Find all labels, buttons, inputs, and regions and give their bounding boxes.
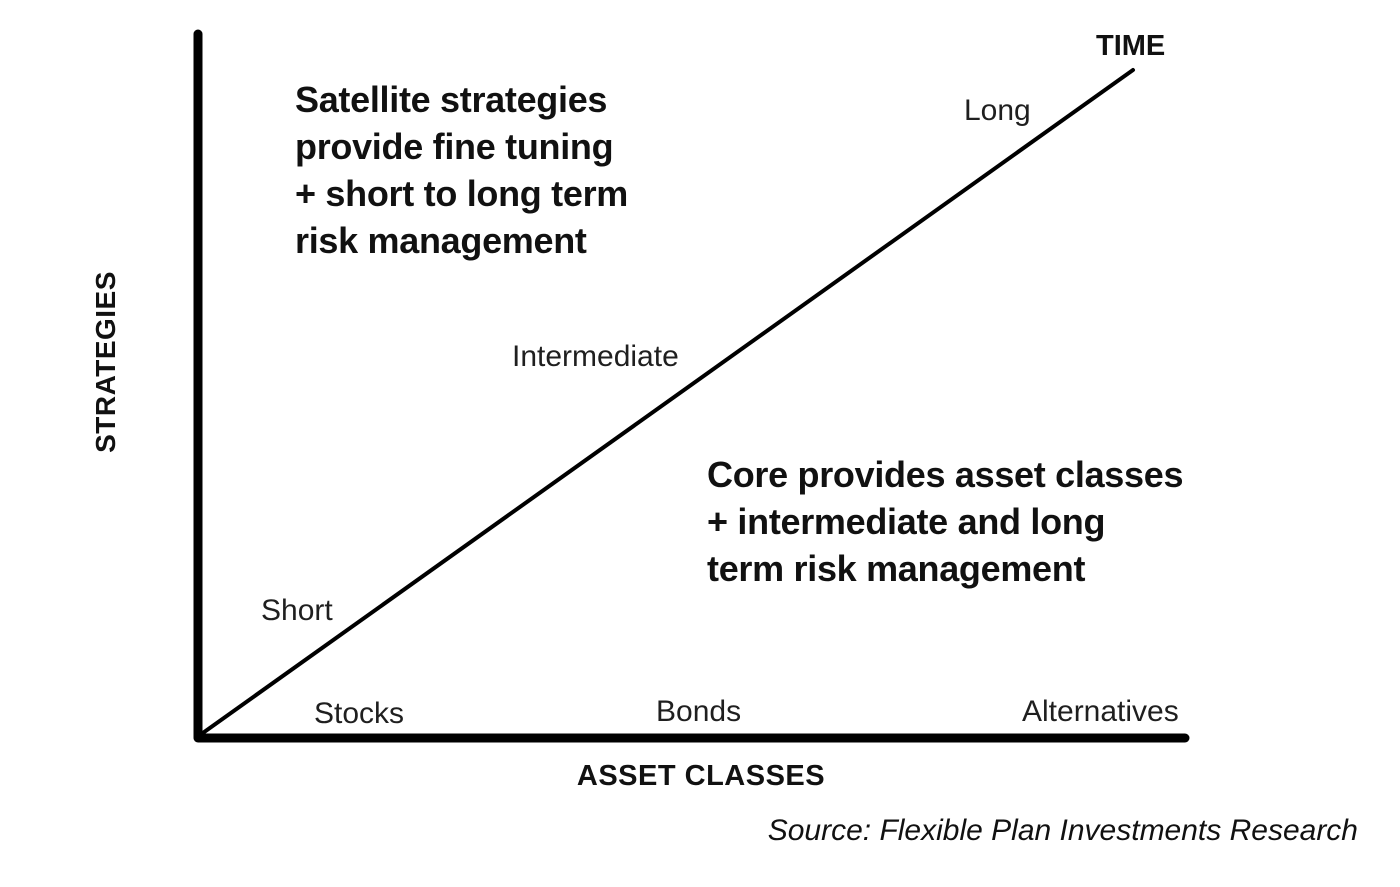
core-annotation-line: Core provides asset classes [707, 454, 1184, 495]
time-point-intermediate: Intermediate [512, 340, 679, 373]
asset-class-bonds: Bonds [656, 695, 742, 728]
satellite-annotation-line: Satellite strategies [295, 79, 608, 120]
time-axis-label: TIME [1096, 30, 1166, 62]
y-axis-label: STRATEGIES [90, 271, 121, 453]
satellite-annotation-line: risk management [295, 220, 587, 261]
satellite-annotation-line: provide fine tuning [295, 126, 614, 167]
core-annotation: Core provides asset classes + intermedia… [707, 451, 1183, 592]
satellite-annotation-line: + short to long term [295, 173, 629, 214]
time-point-short: Short [261, 594, 333, 627]
x-axis-label: ASSET CLASSES [576, 760, 826, 792]
satellite-annotation: Satellite strategies provide fine tuning… [295, 76, 628, 264]
source-credit: Source: Flexible Plan Investments Resear… [767, 814, 1358, 847]
asset-class-stocks: Stocks [314, 697, 405, 730]
core-annotation-line: term risk management [707, 548, 1086, 589]
time-diagonal-line [198, 68, 1135, 737]
time-point-long: Long [964, 94, 1031, 127]
core-annotation-line: + intermediate and long [707, 501, 1106, 542]
asset-class-alternatives: Alternatives [1022, 695, 1179, 728]
